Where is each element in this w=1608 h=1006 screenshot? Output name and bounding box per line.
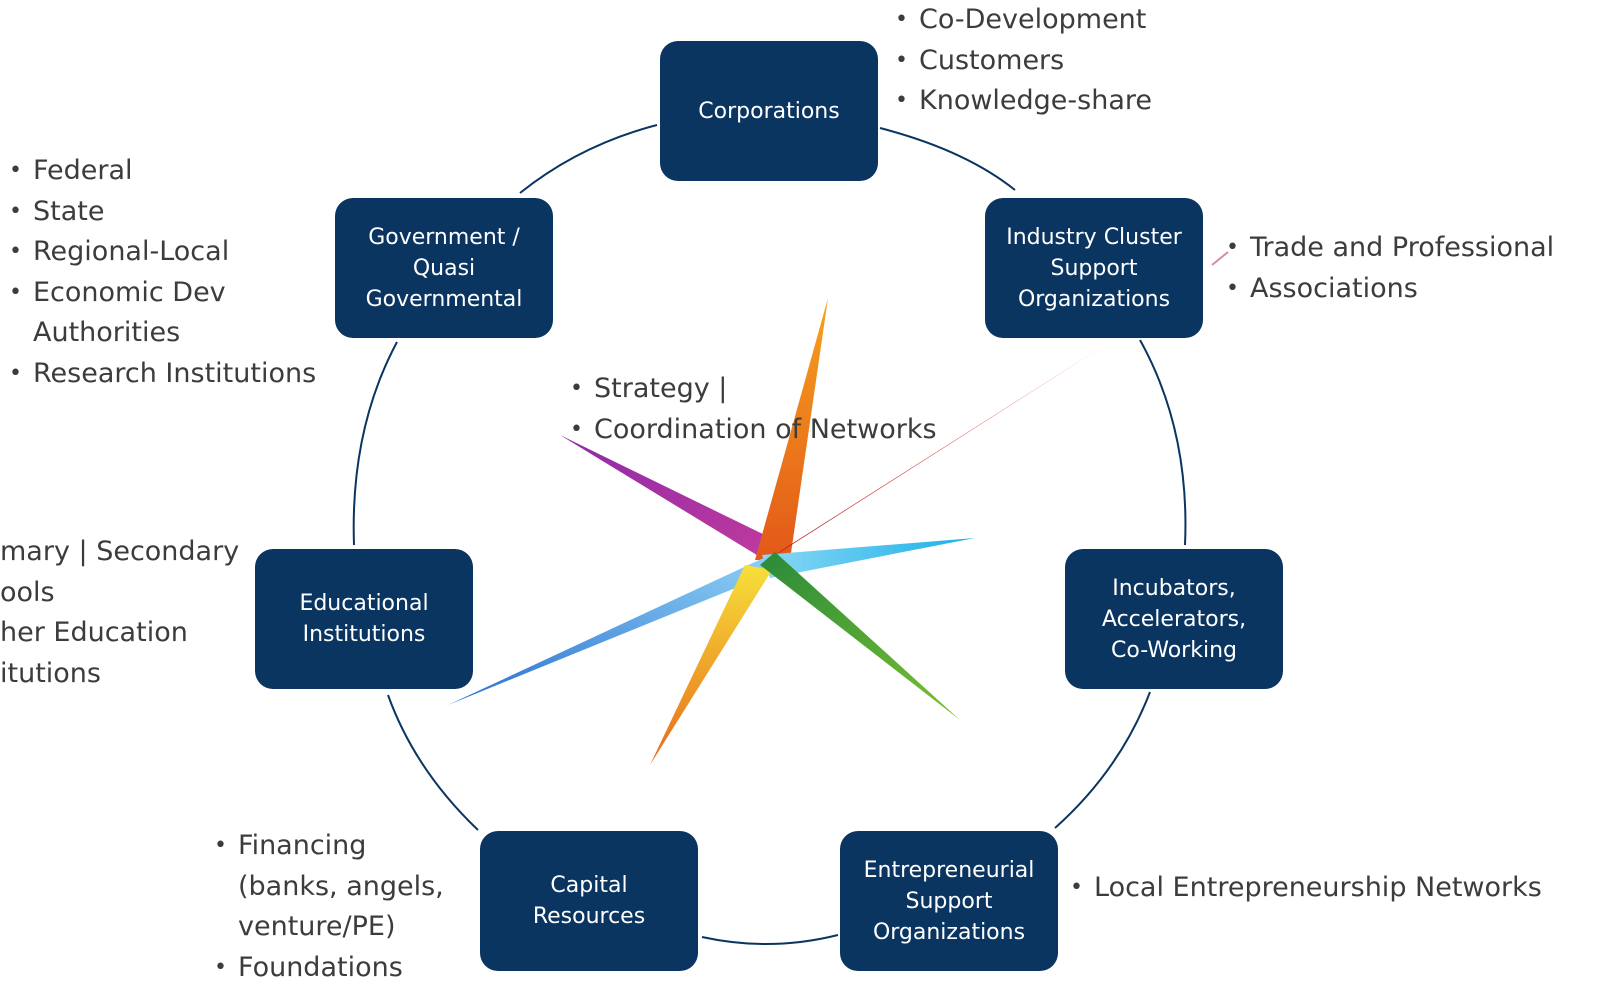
star-ray-purple xyxy=(560,435,775,560)
star-ray-yellow xyxy=(650,565,772,765)
node-corporations: Corporations xyxy=(660,41,878,181)
list-item: venture/PE) xyxy=(238,911,396,942)
list-item: ools xyxy=(0,576,55,608)
node-capital-label: Capital Resources xyxy=(532,873,646,929)
list-item: Local Entrepreneurship Networks xyxy=(1068,868,1542,909)
list-item: Research Institutions xyxy=(7,354,316,395)
star-ray-red xyxy=(760,345,1105,565)
list-item: Knowledge-share xyxy=(893,81,1152,122)
node-incubators-label: Incubators, Accelerators, Co-Working xyxy=(1101,575,1247,663)
star-ray-cyan xyxy=(762,538,975,578)
list-item: Regional-Local xyxy=(7,232,316,273)
node-corporations-label: Corporations xyxy=(698,98,840,124)
bullets-capital: Financing (banks, angels, venture/PE) Fo… xyxy=(212,826,444,988)
node-educational-label: Educational Institutions xyxy=(299,591,429,647)
list-item: State xyxy=(7,192,316,233)
node-entrepreneurial: Entrepreneurial Support Organizations xyxy=(840,831,1058,971)
list-item: Trade and Professional xyxy=(1224,228,1554,269)
node-incubators: Incubators, Accelerators, Co-Working xyxy=(1065,549,1283,689)
list-item: Foundations xyxy=(212,948,444,989)
ring-arc-corporations-industry xyxy=(879,127,1016,191)
bullets-entrepreneurial: Local Entrepreneurship Networks xyxy=(1068,868,1542,909)
list-item: Authorities xyxy=(33,317,181,348)
bullets-corporations: Co-Development Customers Knowledge-share xyxy=(893,0,1152,122)
list-item: itutions xyxy=(0,657,101,689)
ring-arc-industry-incubators xyxy=(1139,339,1187,546)
node-educational: Educational Institutions xyxy=(255,549,473,689)
list-item: Federal xyxy=(7,151,316,192)
ring-arc-incubators-entrepreneurial xyxy=(1054,691,1151,829)
list-item: (banks, angels, xyxy=(238,870,444,902)
bullets-government: Federal State Regional-Local Economic De… xyxy=(7,151,316,394)
list-item: her Education xyxy=(0,617,188,648)
list-item: Financing xyxy=(212,826,444,867)
list-item: Co-Development xyxy=(893,0,1152,41)
node-industry-cluster: Industry Cluster Support Organizations xyxy=(985,198,1203,338)
list-item: Associations xyxy=(1224,269,1554,310)
node-capital: Capital Resources xyxy=(480,831,698,971)
bullets-center: Strategy | Coordination of Networks xyxy=(568,369,937,450)
star-ray-green xyxy=(760,552,960,720)
ring xyxy=(352,124,1187,945)
list-item: Strategy | xyxy=(568,369,937,410)
node-entrepreneurial-label: Entrepreneurial Support Organizations xyxy=(863,857,1035,945)
list-item: Coordination of Networks xyxy=(568,410,937,451)
star-graphic xyxy=(448,251,1229,765)
ring-arc-capital-educational xyxy=(387,694,479,831)
list-item: mary | Secondary xyxy=(0,536,240,567)
ring-arc-government-corporations xyxy=(519,124,658,194)
ring-arc-entrepreneurial-capital xyxy=(701,934,839,945)
list-item: Economic Dev xyxy=(7,273,316,314)
ring-arc-educational-government xyxy=(352,341,398,546)
bullets-industry-cluster: Trade and Professional Associations xyxy=(1224,228,1554,309)
bullets-educational: mary | Secondary ools her Education itut… xyxy=(0,532,239,694)
list-item: Customers xyxy=(893,41,1152,82)
star-ray-blue xyxy=(448,555,770,705)
node-government-label: Government / Quasi Governmental xyxy=(365,224,523,312)
node-government: Government / Quasi Governmental xyxy=(335,198,553,338)
node-industry-cluster-label: Industry Cluster Support Organizations xyxy=(1006,224,1182,312)
